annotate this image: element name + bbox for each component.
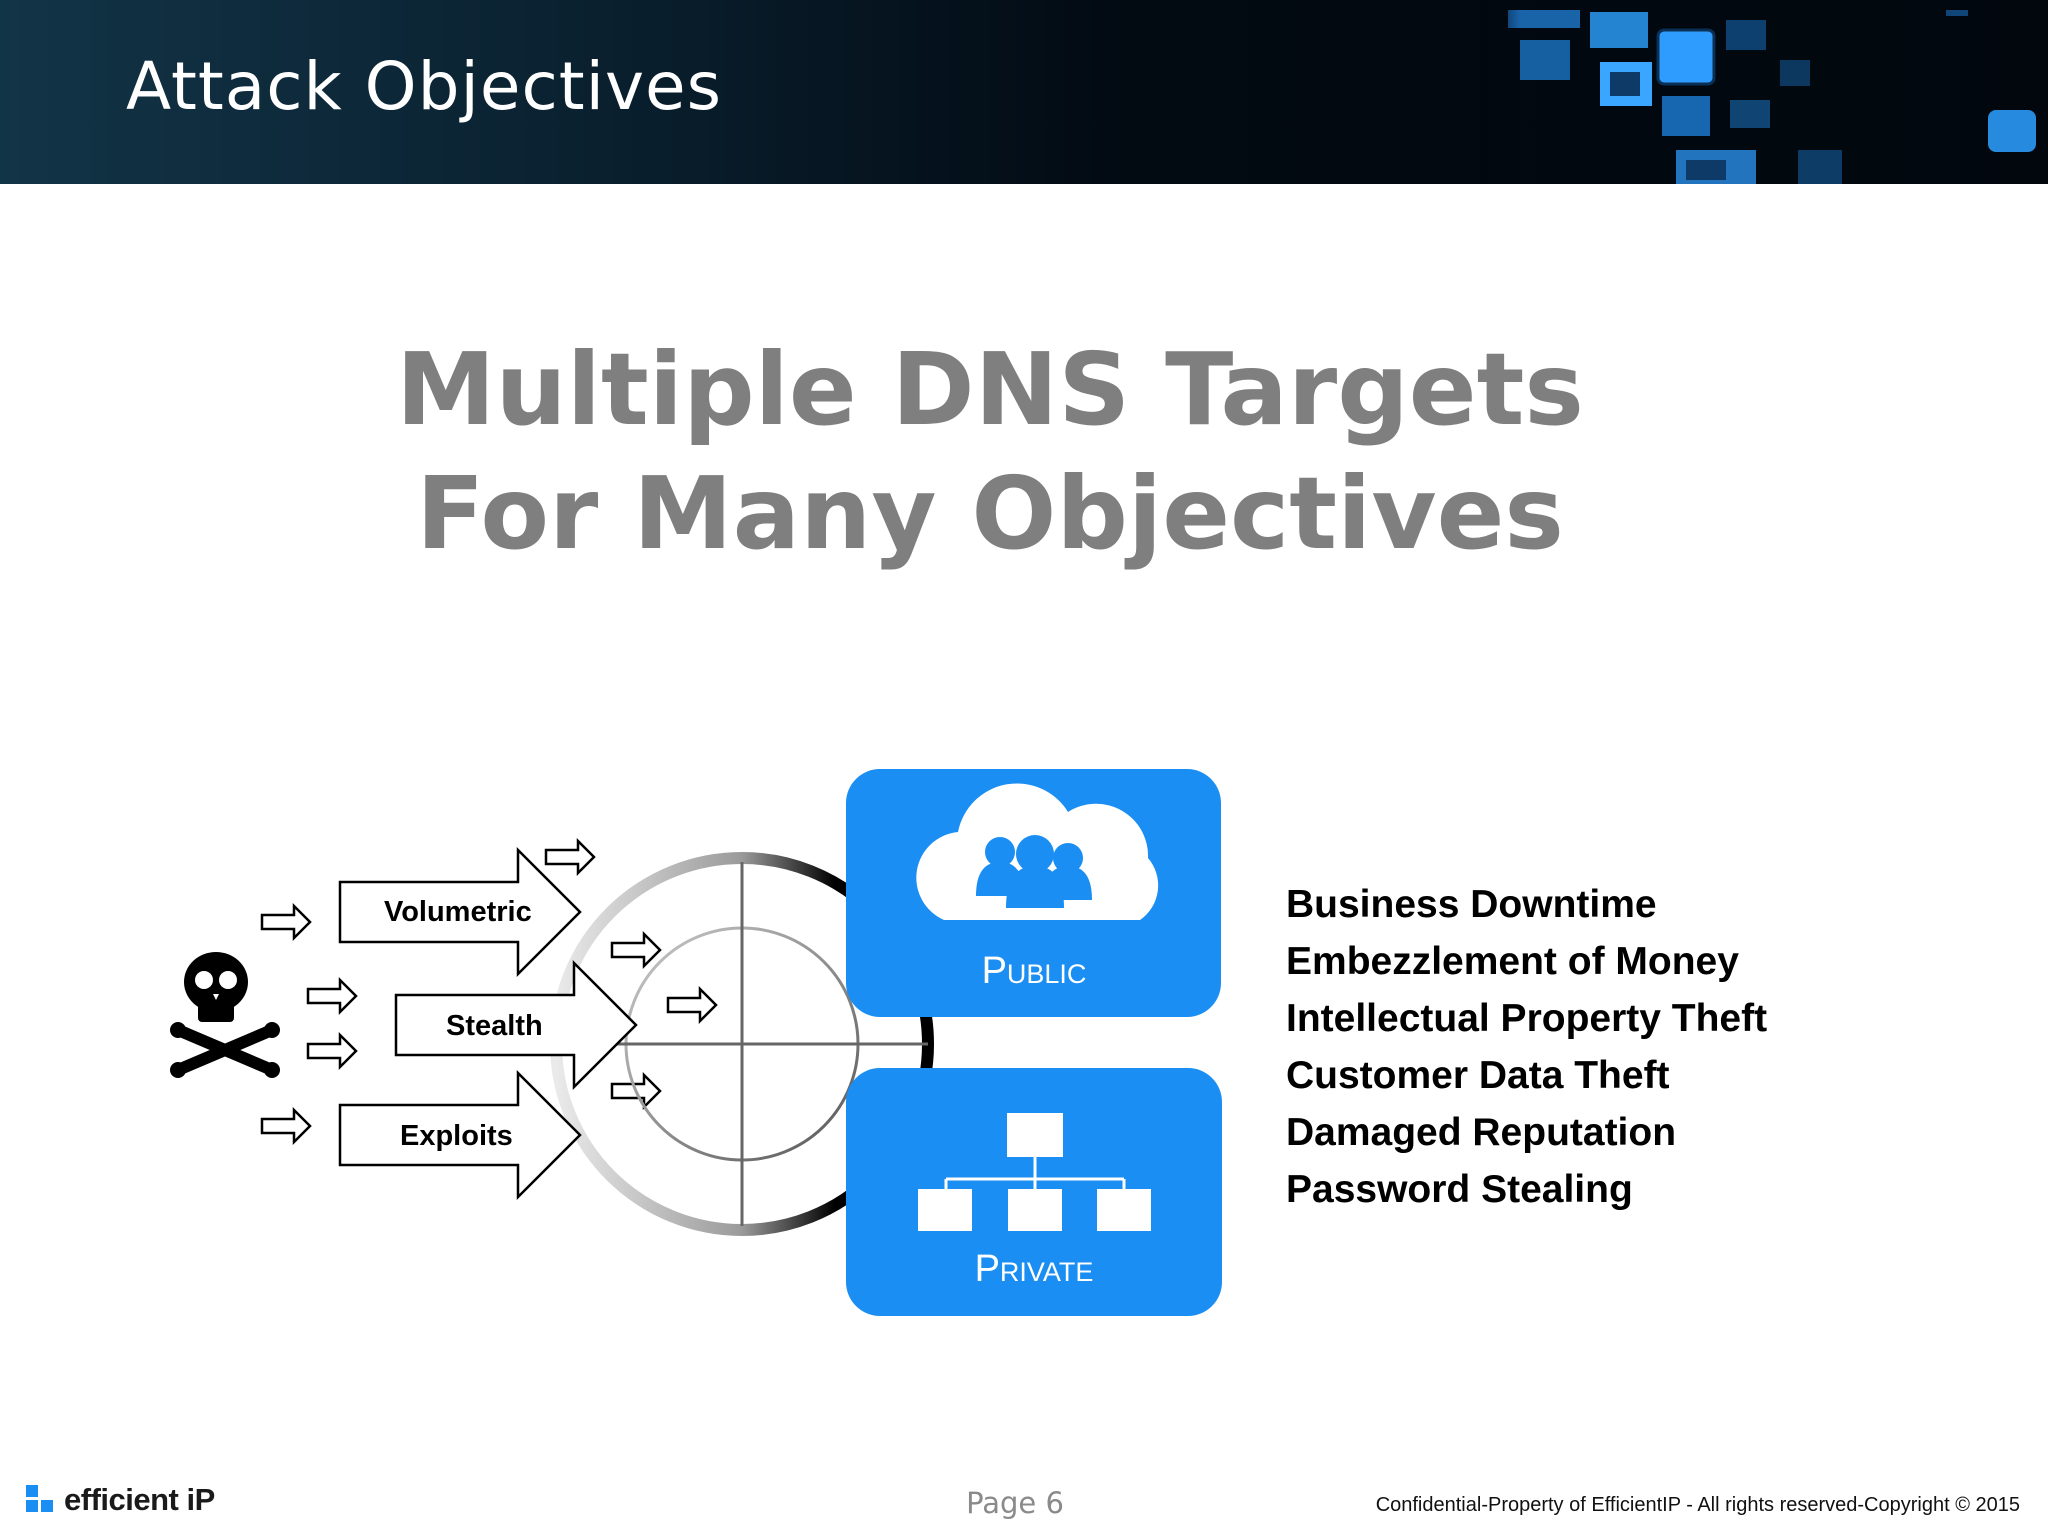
cloud-users-icon (916, 783, 1159, 920)
logo-text: efficient iP (64, 1482, 215, 1517)
header-decoration (1480, 0, 2036, 184)
logo-squares-icon (26, 1485, 53, 1512)
headline-line-1: Multiple DNS Targets (396, 331, 1584, 448)
copyright-notice: Confidential-Property of EfficientIP - A… (1375, 1494, 2020, 1516)
crosshair-target-icon (550, 852, 934, 1236)
list-item: Password Stealing (1286, 1168, 1633, 1211)
slide-title: Attack Objectives (126, 48, 723, 125)
label-volumetric: Volumetric (384, 896, 532, 928)
list-item: Customer Data Theft (1286, 1054, 1670, 1097)
private-label: Private (974, 1248, 1094, 1290)
public-label: Public (981, 950, 1087, 992)
small-arrows (260, 837, 718, 1146)
list-item: Intellectual Property Theft (1286, 997, 1768, 1040)
headline-line-2: For Many Objectives (416, 455, 1564, 572)
page-number: Page 6 (966, 1486, 1064, 1520)
org-chart-icon (918, 1113, 1151, 1231)
list-item: Business Downtime (1286, 883, 1657, 926)
objectives-list: Business Downtime Embezzlement of Money … (1286, 876, 1767, 1218)
label-exploits: Exploits (400, 1120, 513, 1152)
list-item: Embezzlement of Money (1286, 940, 1739, 983)
skull-crossbones-icon (170, 952, 280, 1078)
list-item: Damaged Reputation (1286, 1111, 1677, 1154)
company-logo: efficient iP (26, 1482, 215, 1518)
header-bar: Attack Objectives (0, 0, 2048, 184)
label-stealth: Stealth (446, 1010, 543, 1042)
